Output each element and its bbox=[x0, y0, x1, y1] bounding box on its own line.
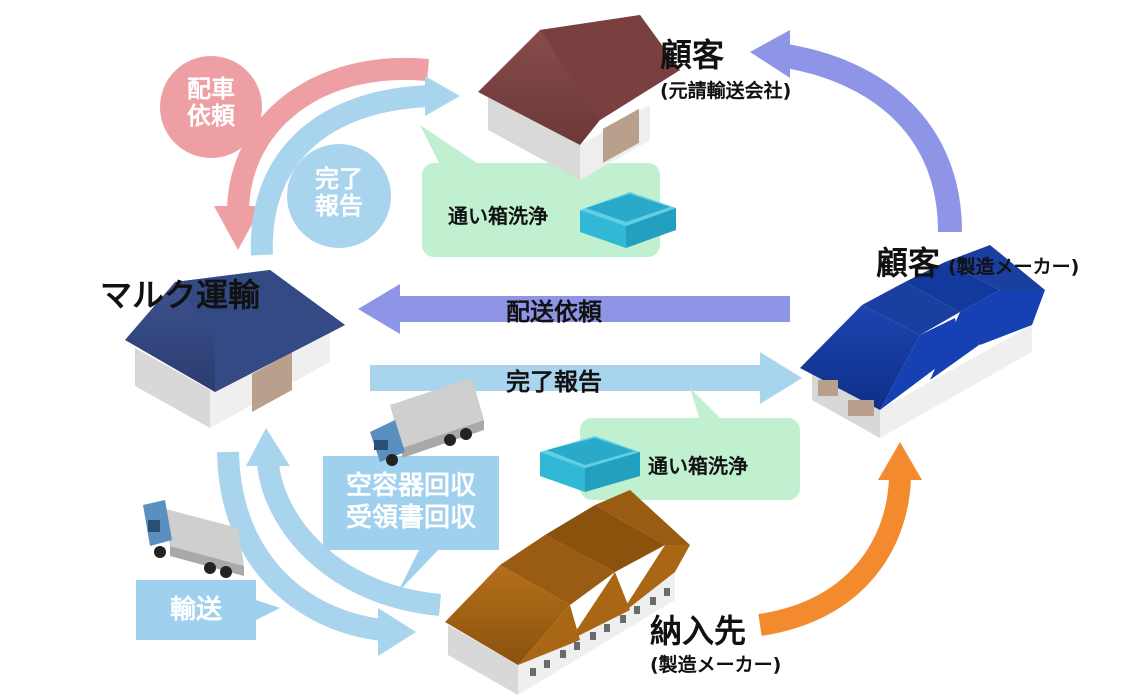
top-customer-title: 顧客 bbox=[660, 36, 725, 74]
collection-arrowhead bbox=[246, 428, 290, 466]
middle-wash-callout bbox=[580, 418, 800, 500]
delivery-dest-title: 納入先 bbox=[650, 612, 747, 650]
dispatch-request-arrow bbox=[227, 57, 430, 211]
transport-label: 輸送 bbox=[169, 595, 222, 625]
collection-label: 空容器回収受領書回収 bbox=[345, 471, 476, 533]
collection-label-box bbox=[323, 456, 499, 550]
completion-report-arc-arrowhead bbox=[425, 76, 460, 116]
completion-report-badge-label: 完了報告 bbox=[315, 165, 363, 220]
transport-arrowhead bbox=[378, 608, 416, 656]
right-customer-subtitle: (製造メーカー) bbox=[948, 256, 1080, 278]
completion-report-arrowhead bbox=[760, 352, 802, 404]
crate-icon-top bbox=[580, 192, 676, 248]
middle-wash-label: 通い箱洗浄 bbox=[648, 454, 748, 478]
dispatch-request-label: 配車依頼 bbox=[187, 75, 235, 130]
top-wash-label: 通い箱洗浄 bbox=[448, 204, 548, 228]
delivery-request-label: 配送依頼 bbox=[506, 298, 602, 326]
completion-report-label: 完了報告 bbox=[506, 368, 602, 396]
supply-arrowhead bbox=[878, 442, 922, 480]
right-customer-title: 顧客 bbox=[876, 244, 941, 282]
dispatch-request-arrowhead bbox=[214, 206, 262, 250]
completion-report-bar bbox=[370, 365, 762, 391]
upstream-request-arrowhead bbox=[750, 30, 790, 78]
transport-arc bbox=[217, 451, 384, 641]
right-customer-factory bbox=[800, 245, 1045, 438]
top-customer-building bbox=[478, 15, 680, 180]
delivery-request-arrowhead bbox=[358, 284, 400, 334]
completion-report-arc bbox=[250, 85, 431, 256]
delivery-request-bar bbox=[398, 296, 790, 322]
upstream-request-arc bbox=[778, 43, 962, 233]
truck-icon-left bbox=[143, 500, 244, 578]
maruku-title: マルク運輸 bbox=[100, 276, 261, 314]
supply-arc bbox=[758, 477, 911, 636]
crate-icon-middle bbox=[540, 436, 640, 492]
dispatch-request-badge bbox=[160, 56, 262, 158]
delivery-dest-factory bbox=[445, 490, 690, 695]
truck-icon-top bbox=[370, 378, 484, 466]
top-customer-subtitle: (元請輸送会社) bbox=[660, 80, 792, 102]
collection-arc bbox=[257, 460, 442, 616]
delivery-dest-subtitle: (製造メーカー) bbox=[650, 654, 782, 676]
completion-report-badge bbox=[287, 144, 391, 248]
transport-label-box bbox=[136, 580, 256, 640]
maruku-building bbox=[125, 270, 345, 428]
